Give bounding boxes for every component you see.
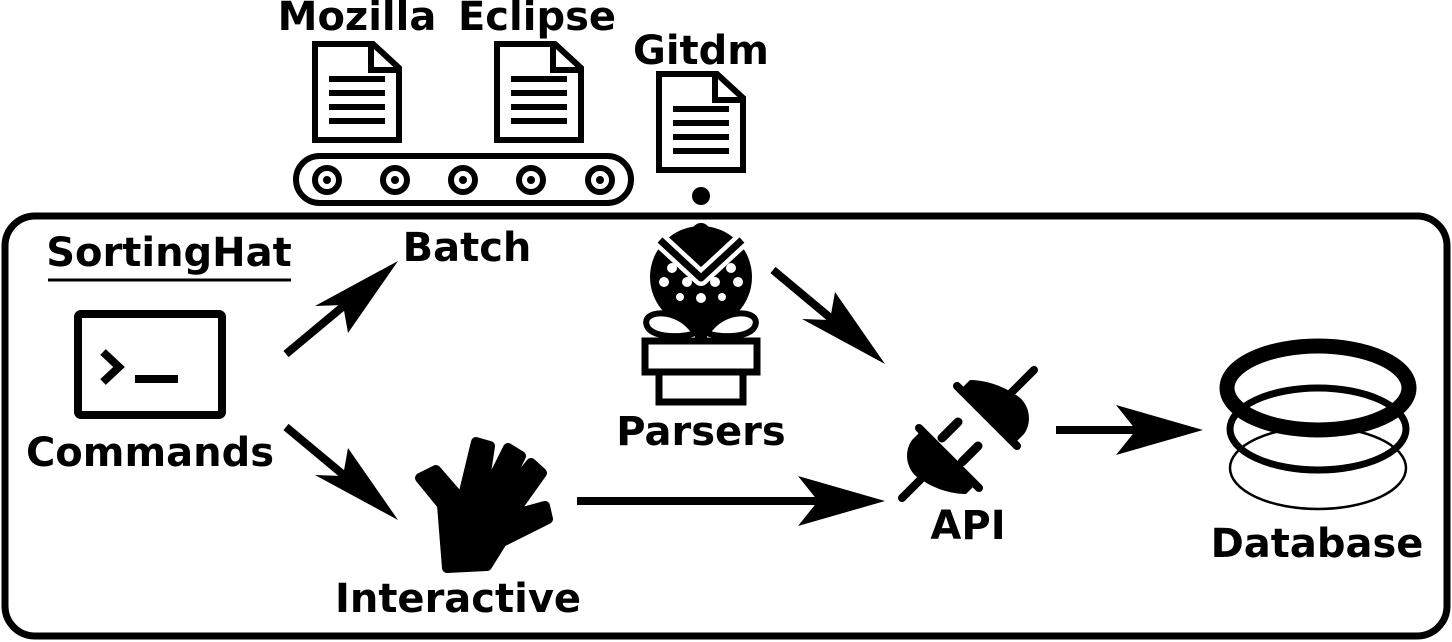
system-container [1,212,1451,640]
plug-icon [898,366,1038,502]
arrow-interactive-to-api [577,476,885,526]
source-label-mozilla: Mozilla [278,0,437,40]
database-icon [1219,338,1417,511]
source-label-eclipse: Eclipse [458,0,616,40]
node-label-interactive: Interactive [335,576,581,622]
node-label-parsers: Parsers [616,409,785,455]
document-icon [315,44,399,140]
hand-icon [415,437,553,573]
arrow-commands-to-batch [283,261,398,358]
conveyor-belt-icon [293,153,634,206]
node-label-batch: Batch [403,225,532,271]
source-label-gitdm: Gitdm [633,28,769,74]
arrow-parsers-to-api [770,266,885,364]
node-label-api: API [930,503,1005,549]
document-icon [497,44,581,140]
node-label-database: Database [1211,521,1424,567]
arrow-api-to-database [1056,405,1203,455]
system-title: SortingHat [46,230,292,276]
drop-icon [692,187,710,205]
piranha-plant-icon [641,223,761,406]
arrow-commands-to-interactive [283,423,398,520]
node-label-commands: Commands [26,430,274,476]
terminal-icon [74,310,226,419]
document-icon [659,74,743,170]
